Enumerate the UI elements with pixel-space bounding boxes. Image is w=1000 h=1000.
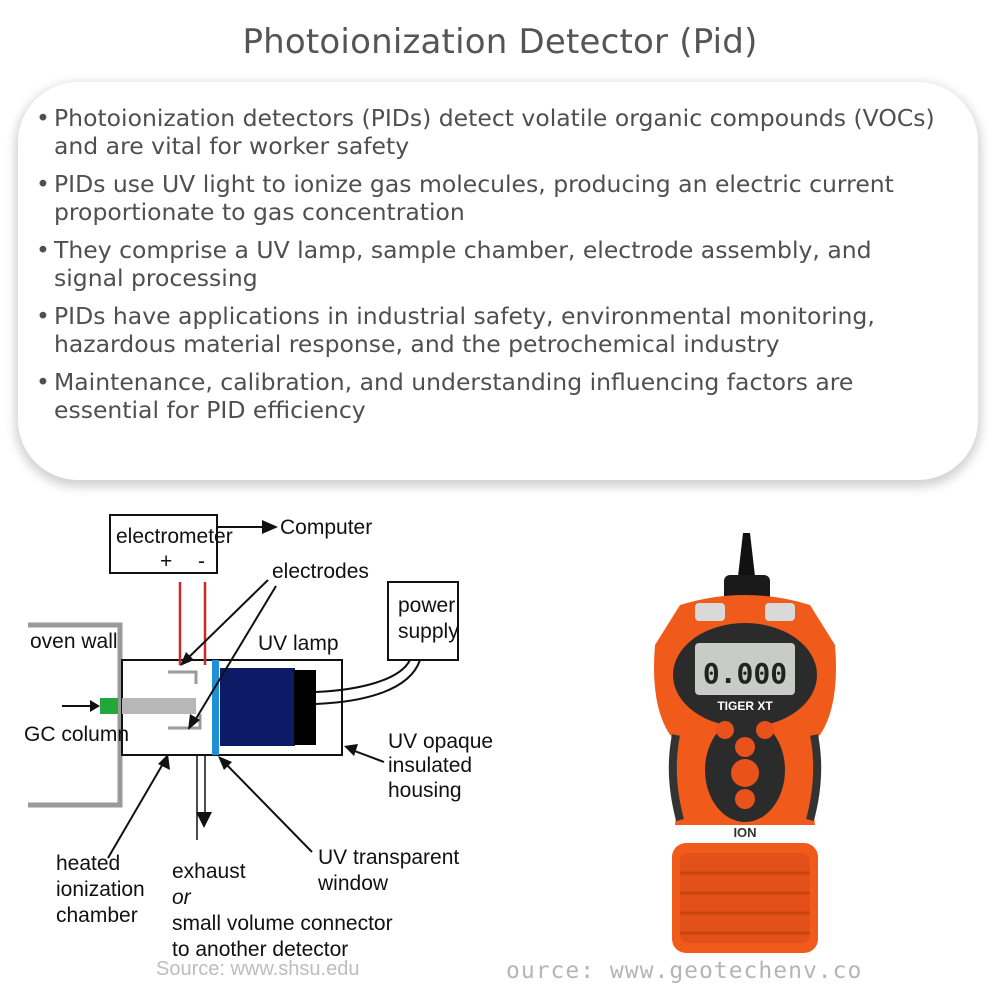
bullet-item: They comprise a UV lamp, sample chamber,… — [36, 236, 936, 292]
key-down — [735, 789, 755, 809]
oven-wall-label: oven wall — [30, 630, 118, 653]
uv-opaque-label: housing — [388, 779, 462, 802]
uv-window-label: UV transparent — [318, 846, 459, 869]
bullet-item: PIDs use UV light to ionize gas molecule… — [36, 170, 936, 226]
probe-tip — [737, 533, 756, 585]
gc-column-tube — [122, 698, 196, 714]
lower-electrode — [168, 714, 202, 730]
display-value: 0.000 — [703, 657, 787, 690]
key-enter — [731, 759, 759, 787]
power-cable — [315, 659, 411, 693]
key-up — [735, 737, 755, 757]
computer-label: Computer — [280, 516, 372, 539]
power-supply-box — [387, 581, 459, 661]
uv-lamp-label: UV lamp — [258, 632, 339, 655]
uv-opaque-label: UV opaque — [388, 730, 493, 753]
bullet-item: PIDs have applications in industrial saf… — [36, 302, 936, 358]
oven-wall — [28, 622, 123, 808]
source-credit-left: Source: www.shsu.edu — [156, 958, 360, 980]
uv-opaque-label: insulated — [388, 754, 472, 777]
gc-column-label: GC column — [24, 723, 129, 746]
pid-schematic-diagram: electrometer + - Computer oven wall GC c… — [24, 514, 493, 960]
bullet-item: Maintenance, calibration, and understand… — [36, 368, 936, 424]
uv-lamp-cap — [294, 670, 316, 745]
exhaust-label: small volume connector — [172, 912, 393, 935]
exhaust-label: exhaust — [172, 860, 246, 883]
exhaust-label: to another detector — [172, 938, 348, 960]
page-title: Photoionization Detector (Pid) — [242, 22, 758, 62]
heated-chamber-label: ionization — [56, 878, 145, 901]
key-a — [716, 721, 734, 739]
bullet-list: Photoionization detectors (PIDs) detect … — [36, 104, 936, 434]
power-supply-label: supply — [398, 620, 459, 643]
uv-lamp — [220, 668, 295, 746]
electrometer-box — [109, 514, 218, 574]
computer-arrow — [262, 520, 278, 534]
source-credit-right: ource: www.geotechenv.co — [506, 958, 863, 984]
device-model: TIGER XT — [717, 699, 773, 713]
uv-window-label: window — [317, 872, 389, 895]
electrometer-plus: + — [160, 550, 172, 573]
uv-window — [212, 660, 219, 755]
electrodes-label: electrodes — [272, 560, 369, 583]
upper-electrode — [168, 670, 198, 684]
electrometer-label: electrometer — [116, 525, 233, 548]
display-screen — [695, 643, 795, 695]
exhaust-label: or — [172, 886, 192, 909]
heated-chamber-label: heated — [56, 852, 120, 875]
key-b — [756, 721, 774, 739]
electrometer-minus: - — [198, 550, 205, 573]
brand-logo: ION — [733, 825, 756, 840]
bullet-item: Photoionization detectors (PIDs) detect … — [36, 104, 936, 160]
gc-inlet — [100, 698, 118, 714]
power-supply-label: power — [398, 594, 455, 617]
heated-chamber-label: chamber — [56, 904, 138, 927]
pid-device-illustration: 0.000 TIGER XT ION — [654, 533, 836, 953]
power-cable — [315, 659, 421, 705]
